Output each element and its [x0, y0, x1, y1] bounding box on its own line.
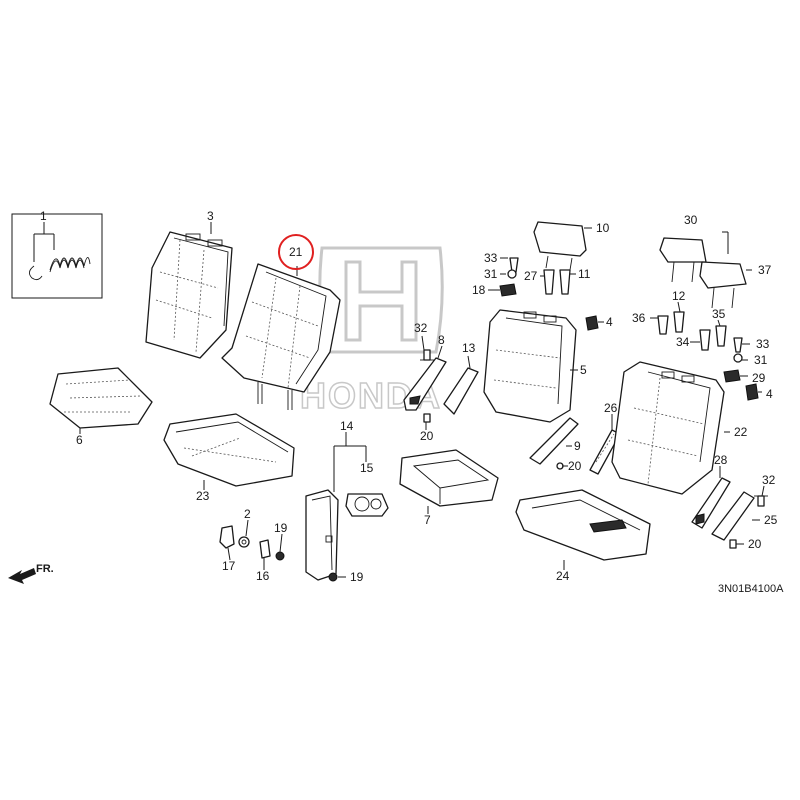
nut-2	[238, 536, 250, 548]
cup-holder-15	[345, 493, 389, 517]
inset-box-part-1	[11, 213, 103, 299]
callout-26[interactable]: 26	[604, 401, 618, 415]
callout-14[interactable]: 14	[340, 419, 354, 433]
hinge-bracket-8	[403, 357, 447, 411]
armrest-panel-14	[305, 489, 339, 581]
callout-32b[interactable]: 32	[762, 473, 776, 487]
callout-18[interactable]: 18	[472, 283, 486, 297]
coil-spring-icon	[49, 257, 91, 273]
guide-11	[559, 269, 571, 295]
clip-16	[259, 539, 271, 559]
cover-4a	[585, 315, 599, 331]
highlight-circle-21	[278, 234, 314, 270]
callout-28[interactable]: 28	[714, 453, 728, 467]
callout-12[interactable]: 12	[672, 289, 686, 303]
seat-back-5	[483, 309, 577, 423]
guide-34	[699, 329, 711, 351]
seat-back-22	[611, 361, 725, 495]
callout-20b[interactable]: 20	[568, 459, 582, 473]
callout-21[interactable]: 21	[289, 245, 303, 259]
callout-4a[interactable]: 4	[606, 315, 613, 329]
front-direction-arrow: FR.	[8, 563, 54, 584]
clip-19b	[328, 572, 338, 582]
bolt-32a	[420, 349, 434, 361]
cap-29	[723, 369, 741, 383]
callout-9[interactable]: 9	[574, 439, 581, 453]
guide-36	[657, 315, 669, 335]
seat-cushion-7	[399, 449, 499, 507]
callout-13[interactable]: 13	[462, 341, 476, 355]
callout-2[interactable]: 2	[244, 507, 251, 521]
guide-27	[543, 269, 555, 295]
clip-20a	[423, 413, 431, 423]
callout-5[interactable]: 5	[580, 363, 587, 377]
leader-lines	[33, 222, 765, 578]
seat-back-21	[221, 263, 341, 410]
hinge-cover-13	[443, 367, 479, 415]
callout-4b[interactable]: 4	[766, 387, 773, 401]
hinge-bracket-28	[691, 477, 731, 529]
screw-33b	[733, 337, 743, 353]
callout-17[interactable]: 17	[222, 559, 236, 573]
guide-35	[715, 325, 727, 347]
callout-32a[interactable]: 32	[414, 321, 428, 335]
callout-15[interactable]: 15	[360, 461, 374, 475]
callout-19a[interactable]: 19	[274, 521, 288, 535]
clip-31a	[507, 269, 517, 279]
callout-33a[interactable]: 33	[484, 251, 498, 265]
callout-35[interactable]: 35	[712, 307, 726, 321]
callout-8[interactable]: 8	[438, 333, 445, 347]
headrest-10	[533, 221, 587, 271]
hinge-cover-25	[711, 491, 755, 541]
callout-29[interactable]: 29	[752, 371, 766, 385]
callout-36[interactable]: 36	[632, 311, 646, 325]
callout-19b[interactable]: 19	[350, 570, 364, 584]
seat-cushion-6	[49, 367, 153, 429]
callout-34[interactable]: 34	[676, 335, 690, 349]
callout-22[interactable]: 22	[734, 425, 748, 439]
callout-20c[interactable]: 20	[748, 537, 762, 551]
callout-24[interactable]: 24	[556, 569, 570, 583]
callout-27[interactable]: 27	[524, 269, 538, 283]
callout-3[interactable]: 3	[207, 209, 214, 223]
callout-1[interactable]: 1	[40, 209, 47, 223]
cap-18	[499, 283, 517, 297]
callout-16[interactable]: 16	[256, 569, 270, 583]
callout-25[interactable]: 25	[764, 513, 778, 527]
callout-33b[interactable]: 33	[756, 337, 770, 351]
clip-17	[219, 525, 235, 549]
bolt-32b	[754, 495, 768, 507]
callout-6[interactable]: 6	[76, 433, 83, 447]
headrest-37	[699, 261, 747, 309]
trim-strip-9	[529, 417, 579, 465]
callout-23[interactable]: 23	[196, 489, 210, 503]
seat-cushion-24	[515, 489, 651, 561]
callout-10[interactable]: 10	[596, 221, 610, 235]
callout-37[interactable]: 37	[758, 263, 772, 277]
diagram-code: 3N01B4100A	[718, 583, 784, 595]
guide-12	[673, 311, 685, 333]
callout-31a[interactable]: 31	[484, 267, 498, 281]
callout-30[interactable]: 30	[684, 213, 698, 227]
callouts: 1 3 21 10 33 31 27 11 18 4 5 32 8 13 20 …	[40, 209, 778, 584]
clip-20c	[729, 539, 737, 549]
cover-4b	[745, 383, 759, 401]
clip-31b	[733, 353, 743, 363]
callout-20a[interactable]: 20	[420, 429, 434, 443]
seat-back-left-3	[145, 231, 233, 359]
headrest-30	[659, 237, 707, 283]
front-direction-label: FR.	[36, 563, 54, 575]
callout-7[interactable]: 7	[424, 513, 431, 527]
clip-19a	[275, 551, 285, 561]
seat-cushion-23	[163, 413, 295, 487]
callout-31b[interactable]: 31	[754, 353, 768, 367]
callout-11[interactable]: 11	[578, 267, 591, 281]
